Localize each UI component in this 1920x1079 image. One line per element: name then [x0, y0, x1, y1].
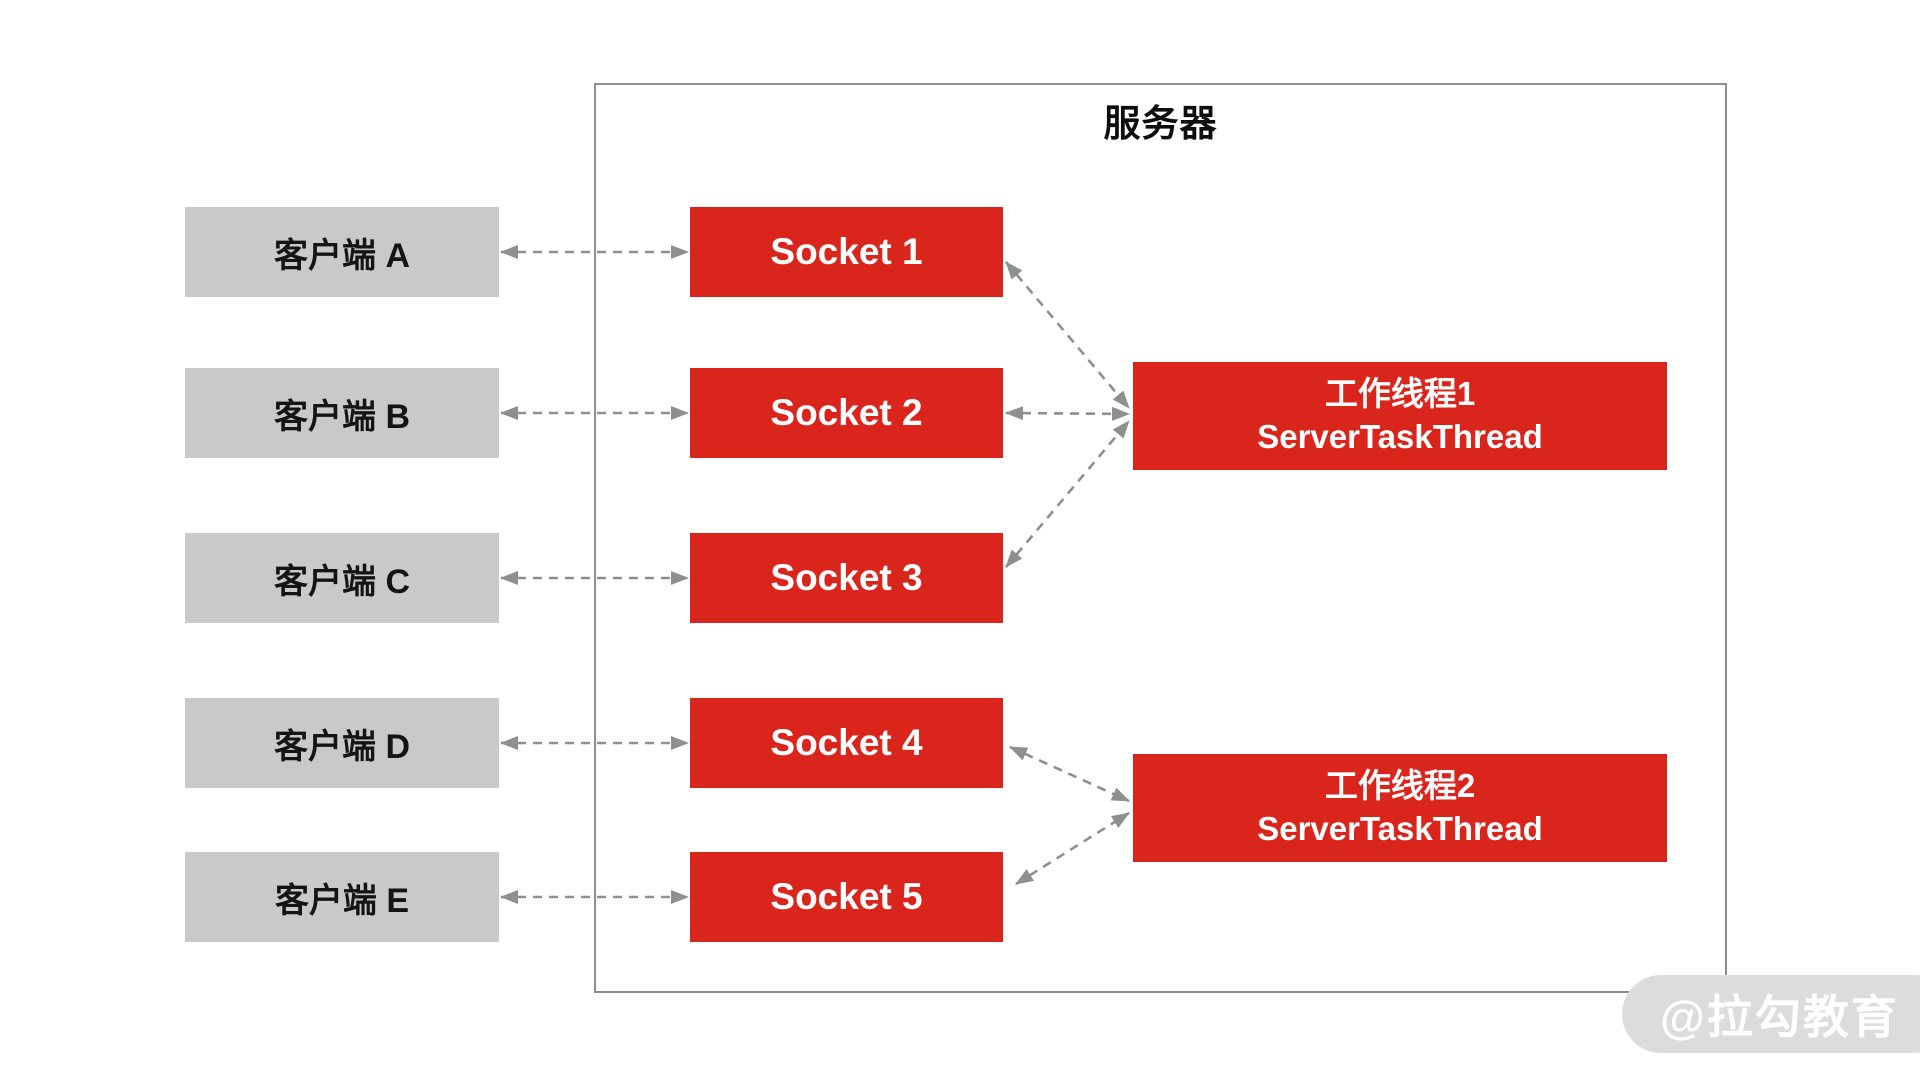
- server-title: 服务器: [1103, 103, 1218, 144]
- worker-thread-2-subtitle: ServerTaskThread: [1257, 810, 1543, 847]
- socket-box-2: Socket 2: [690, 368, 1003, 458]
- worker-thread-2-title: 工作线程2: [1324, 767, 1476, 805]
- client-box-d: 客户端 D: [185, 698, 499, 788]
- worker-thread-box-1: 工作线程1 ServerTaskThread: [1133, 362, 1667, 470]
- watermark-text: @拉勾教育: [1660, 991, 1899, 1043]
- server-container-box: [594, 83, 1727, 993]
- socket-box-5: Socket 5: [690, 852, 1003, 942]
- worker-thread-1-title: 工作线程1: [1324, 375, 1476, 413]
- socket-box-1: Socket 1: [690, 207, 1003, 297]
- watermark-badge: @拉勾教育: [1622, 975, 1920, 1053]
- client-box-b: 客户端 B: [185, 368, 499, 458]
- socket-box-4: Socket 4: [690, 698, 1003, 788]
- client-box-c: 客户端 C: [185, 533, 499, 623]
- socket-box-3: Socket 3: [690, 533, 1003, 623]
- client-box-a: 客户端 A: [185, 207, 499, 297]
- client-box-e: 客户端 E: [185, 852, 499, 942]
- worker-thread-1-subtitle: ServerTaskThread: [1257, 418, 1543, 455]
- worker-thread-box-2: 工作线程2 ServerTaskThread: [1133, 754, 1667, 862]
